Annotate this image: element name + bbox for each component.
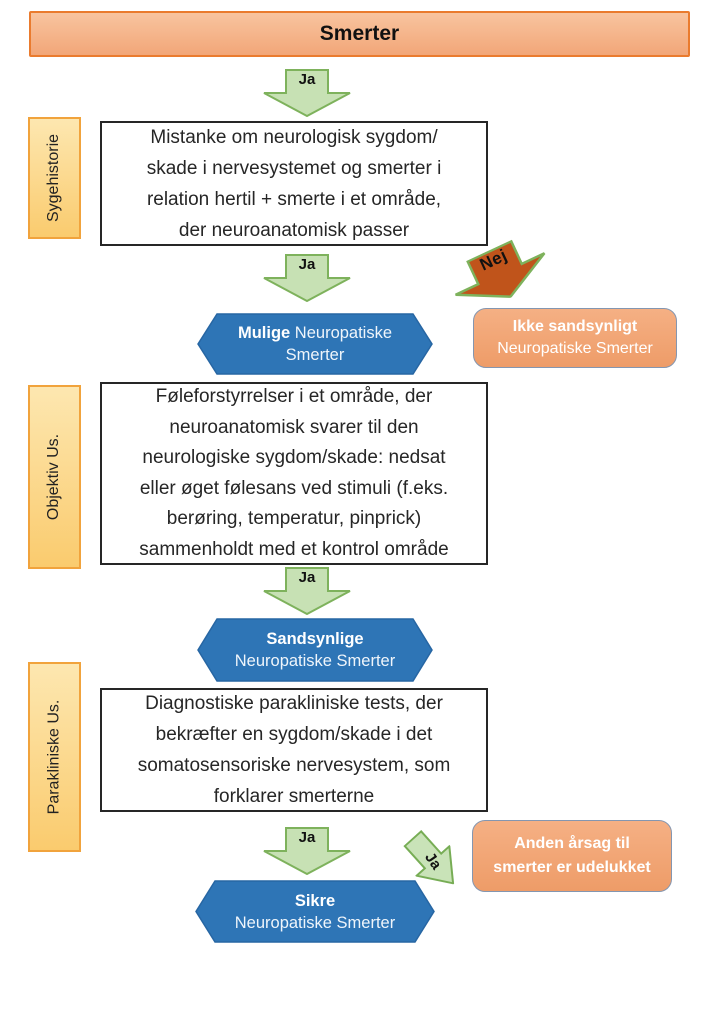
hexagon-shape [197, 313, 433, 375]
down-arrow-icon [263, 567, 351, 615]
outcome-hexagon-possible: Mulige Neuropatiske Smerter [197, 313, 433, 375]
yes-arrow-2: Ja [262, 254, 352, 302]
phase-label-text: Sygehistorie [45, 133, 63, 223]
outcome-hexagon-definite: Sikre Neuropatiske Smerter [195, 880, 435, 943]
exit-line1: Ikke sandsynligt [512, 318, 638, 335]
down-arrow-icon [455, 239, 546, 298]
criteria-box-examination: Føleforstyrrelser i et område, der neuro… [100, 382, 488, 565]
criteria-box-paraclinical: Diagnostiske parakliniske tests, der bek… [100, 688, 488, 812]
pain-title-banner: Smerter [29, 11, 690, 57]
exit-box-other-cause: Anden årsag til smerter er udelukket [472, 820, 672, 892]
yes-arrow-3: Ja [262, 567, 352, 615]
criteria-text: Diagnostiske parakliniske tests, der bek… [137, 693, 451, 807]
yes-label: Ja [298, 256, 316, 273]
down-arrow-icon [403, 829, 455, 885]
down-arrow-icon [263, 254, 351, 302]
yes-arrow-side: Ja [395, 823, 471, 900]
criteria-text: Føleforstyrrelser i et område, der neuro… [139, 386, 449, 560]
outcome-text: Sandsynlige Neuropatiske Smerter [234, 630, 396, 670]
exit-line1: Anden årsag til [514, 835, 630, 852]
exit-box-unlikely: Ikke sandsynligt Neuropatiske Smerter [473, 308, 677, 368]
outcome-text: Sikre Neuropatiske Smerter [234, 891, 396, 932]
phase-label-text: Objektiv Us. [45, 433, 63, 521]
down-arrow-icon [263, 827, 351, 875]
yes-label: Ja [298, 569, 316, 586]
exit-line2: smerter er udelukket [493, 859, 651, 876]
yes-arrow-1: Ja [262, 69, 352, 117]
page-title: Smerter [319, 22, 400, 45]
down-arrow-icon [263, 69, 351, 117]
phase-label-objektiv-us: Objektiv Us. [28, 385, 81, 569]
no-arrow: Nej [444, 229, 557, 318]
outcome-hexagon-probable: Sandsynlige Neuropatiske Smerter [197, 618, 433, 682]
phase-label-text: Parakliniske Us. [45, 699, 63, 815]
criteria-box-history: Mistanke om neurologisk sygdom/ skade i … [100, 121, 488, 246]
criteria-text: Mistanke om neurologisk sygdom/ skade i … [146, 126, 442, 241]
outcome-text: Mulige Neuropatiske Smerter [237, 324, 393, 364]
hexagon-shape [197, 618, 433, 682]
exit-line2: Neuropatiske Smerter [497, 340, 653, 357]
yes-label: Ja [298, 71, 316, 88]
phase-label-parakliniske-us: Parakliniske Us. [28, 662, 81, 852]
hexagon-shape [195, 880, 435, 943]
phase-label-sygehistorie: Sygehistorie [28, 117, 81, 239]
yes-label: Ja [298, 829, 316, 846]
yes-arrow-4: Ja [262, 827, 352, 875]
